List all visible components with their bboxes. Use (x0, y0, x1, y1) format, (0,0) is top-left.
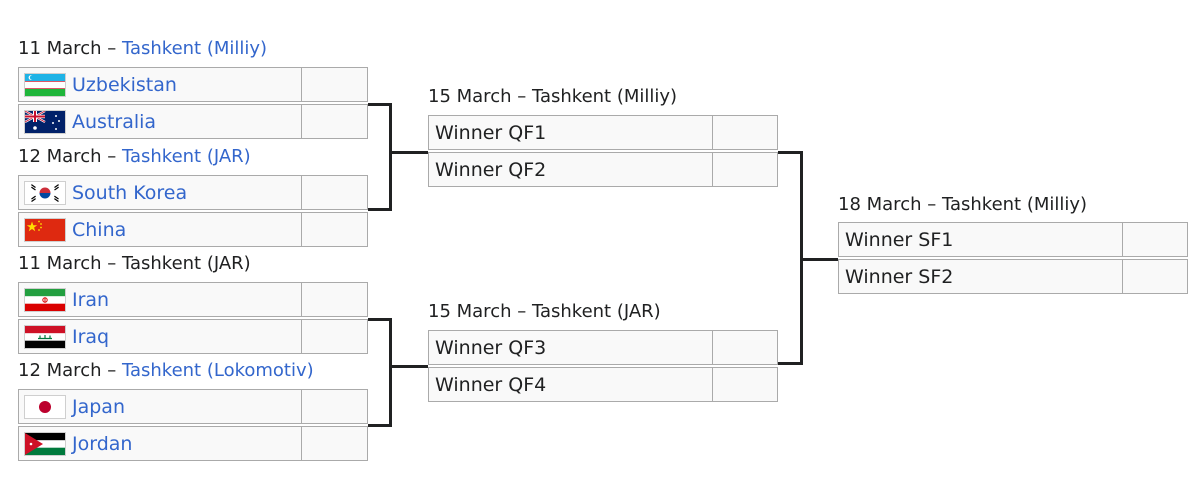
team-placeholder: Winner SF2 (845, 265, 954, 288)
qf4-venue-link[interactable]: Tashkent (Lokomotiv) (121, 360, 314, 381)
qf1-header: 11 March – Tashkent (Milliy) (18, 38, 268, 59)
team-link-south-korea[interactable]: South Korea (72, 181, 188, 204)
team-placeholder: Winner QF1 (435, 121, 547, 144)
bracket-line (368, 318, 391, 321)
team-cell: Winner SF2 (838, 259, 1123, 294)
sf2-header: 15 March – Tashkent (JAR) (428, 301, 661, 322)
final-team1-row: Winner SF1 (838, 222, 1188, 257)
iran-flag-icon (25, 288, 65, 311)
team-link-australia[interactable]: Australia (72, 110, 157, 133)
qf1-team1-row: Uzbekistan (18, 67, 368, 102)
qf1-venue-link[interactable]: Tashkent (Milliy) (121, 38, 268, 59)
sf1-venue: Tashkent (Milliy) (531, 86, 678, 107)
bracket-line (389, 365, 428, 368)
final-header: 18 March – Tashkent (Milliy) (838, 194, 1088, 215)
qf4-date: 12 March (18, 360, 102, 381)
south-korea-flag-icon (25, 181, 65, 204)
sf1-header: 15 March – Tashkent (Milliy) (428, 86, 678, 107)
qf3-header: 11 March – Tashkent (JAR) (18, 253, 251, 274)
score-cell (302, 282, 368, 317)
score-cell (1123, 259, 1188, 294)
team-cell: Winner QF2 (428, 152, 713, 187)
sf1-team2-row: Winner QF2 (428, 152, 778, 187)
score-cell (1123, 222, 1188, 257)
sf2-team2-row: Winner QF4 (428, 367, 778, 402)
team-cell: Winner SF1 (838, 222, 1123, 257)
team-link-jordan[interactable]: Jordan (72, 432, 133, 455)
bracket-line (389, 103, 392, 211)
bracket-line (368, 424, 391, 427)
team-cell: South Korea (18, 175, 302, 210)
score-cell (713, 330, 778, 365)
qf1-date: 11 March (18, 38, 102, 59)
uzbekistan-flag-icon (25, 73, 65, 96)
final-venue: Tashkent (Milliy) (941, 194, 1088, 215)
final-date: 18 March (838, 194, 922, 215)
team-link-uzbekistan[interactable]: Uzbekistan (72, 73, 177, 96)
iraq-flag-icon (25, 325, 65, 348)
qf4-header: 12 March – Tashkent (Lokomotiv) (18, 360, 314, 381)
sf1-date: 15 March (428, 86, 512, 107)
qf2-team2-row: China (18, 212, 368, 247)
team-cell: Jordan (18, 426, 302, 461)
team-link-china[interactable]: China (72, 218, 127, 241)
qf3-team1-row: Iran (18, 282, 368, 317)
qf3-date: 11 March (18, 253, 102, 274)
sf2-team1-row: Winner QF3 (428, 330, 778, 365)
team-placeholder: Winner SF1 (845, 228, 954, 251)
team-cell: Japan (18, 389, 302, 424)
team-link-iran[interactable]: Iran (72, 288, 110, 311)
bracket-line (389, 318, 392, 427)
score-cell (713, 367, 778, 402)
team-link-iraq[interactable]: Iraq (72, 325, 110, 348)
team-placeholder: Winner QF3 (435, 336, 547, 359)
score-cell (302, 104, 368, 139)
qf1-team2-row: Australia (18, 104, 368, 139)
team-cell: Uzbekistan (18, 67, 302, 102)
score-cell (713, 115, 778, 150)
sf2-date: 15 March (428, 301, 512, 322)
score-cell (302, 389, 368, 424)
team-cell: Iraq (18, 319, 302, 354)
bracket-line (778, 151, 802, 154)
qf2-team1-row: South Korea (18, 175, 368, 210)
qf3-venue: Tashkent (JAR) (121, 253, 251, 274)
sf2-venue: Tashkent (JAR) (531, 301, 661, 322)
final-team2-row: Winner SF2 (838, 259, 1188, 294)
score-cell (302, 175, 368, 210)
bracket-line (368, 208, 391, 211)
bracket-line (778, 362, 802, 365)
team-cell: Winner QF1 (428, 115, 713, 150)
qf2-venue-link[interactable]: Tashkent (JAR) (121, 146, 251, 167)
qf3-team2-row: Iraq (18, 319, 368, 354)
qf2-header: 12 March – Tashkent (JAR) (18, 146, 251, 167)
team-placeholder: Winner QF2 (435, 158, 547, 181)
score-cell (713, 152, 778, 187)
team-cell: Iran (18, 282, 302, 317)
qf4-team2-row: Jordan (18, 426, 368, 461)
team-link-japan[interactable]: Japan (72, 395, 125, 418)
jordan-flag-icon (25, 432, 65, 455)
qf2-date: 12 March (18, 146, 102, 167)
bracket-line (800, 258, 838, 261)
score-cell (302, 212, 368, 247)
score-cell (302, 319, 368, 354)
team-cell: Winner QF4 (428, 367, 713, 402)
team-placeholder: Winner QF4 (435, 373, 547, 396)
bracket-line (368, 103, 391, 106)
qf4-team1-row: Japan (18, 389, 368, 424)
team-cell: Winner QF3 (428, 330, 713, 365)
team-cell: Australia (18, 104, 302, 139)
score-cell (302, 426, 368, 461)
bracket-line (389, 151, 428, 154)
sf1-team1-row: Winner QF1 (428, 115, 778, 150)
china-flag-icon (25, 218, 65, 241)
score-cell (302, 67, 368, 102)
australia-flag-icon (25, 110, 65, 133)
team-cell: China (18, 212, 302, 247)
japan-flag-icon (25, 395, 65, 418)
